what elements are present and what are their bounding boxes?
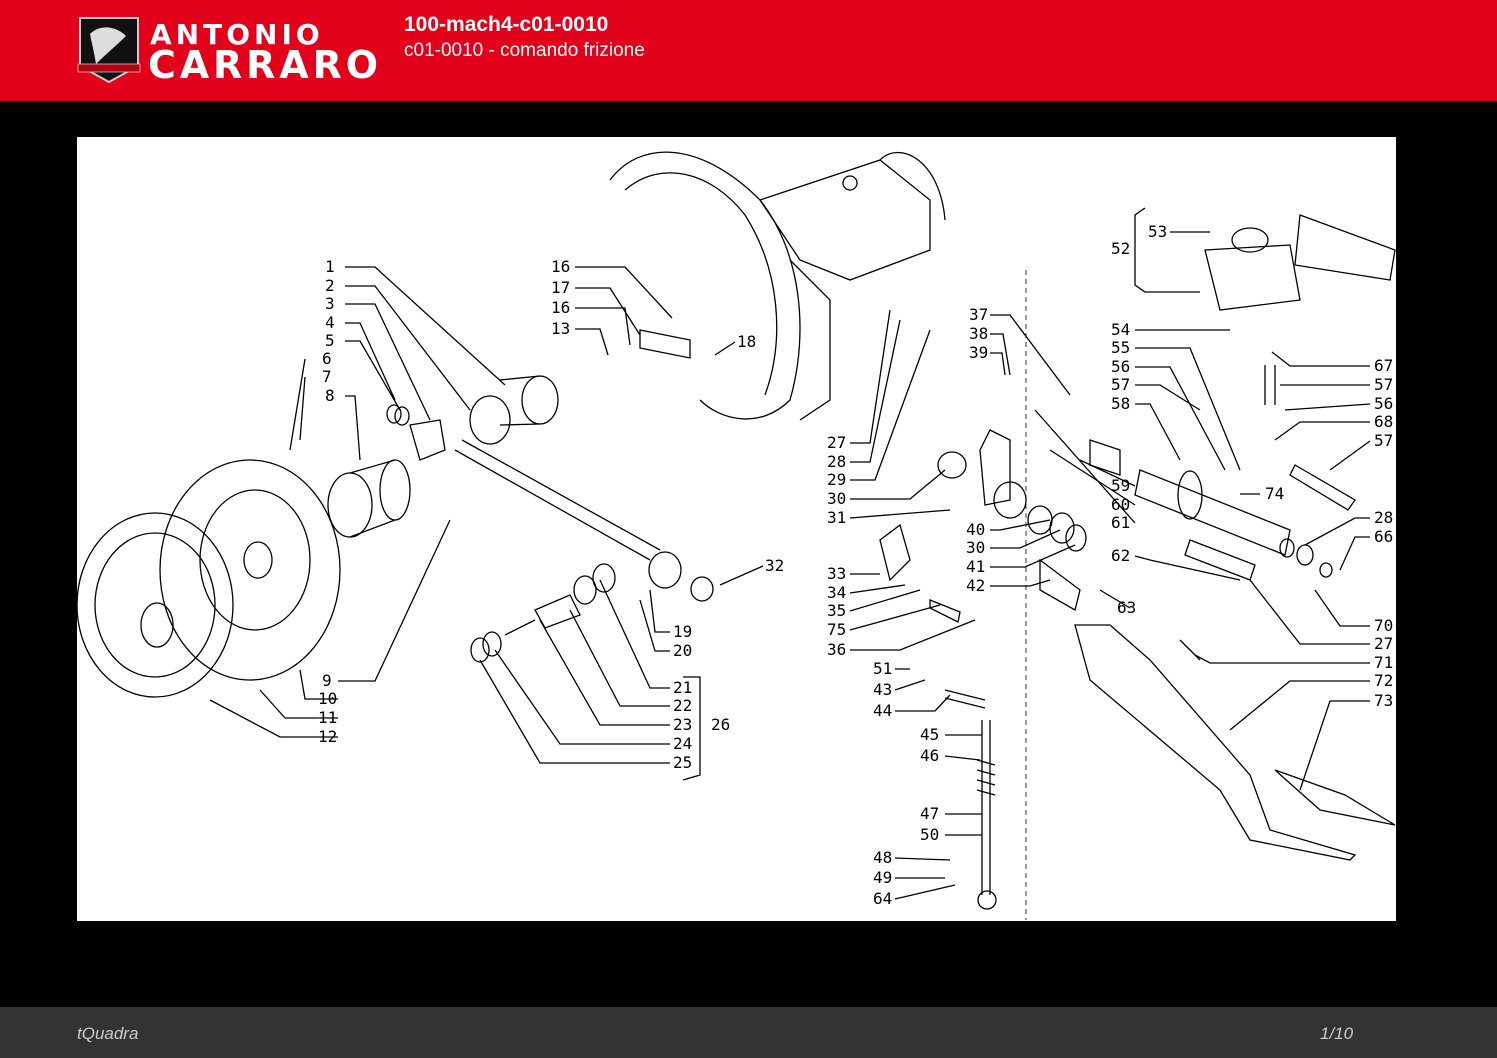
part-callout-label[interactable]: 60 xyxy=(1111,495,1131,514)
part-callout-label[interactable]: 21 xyxy=(673,678,693,697)
part-callout-label[interactable]: 56 xyxy=(1111,357,1131,376)
part-callout-label[interactable]: 55 xyxy=(1111,338,1131,357)
part-callout-label[interactable]: 3 xyxy=(325,294,335,313)
document-subtitle: c01-0010 - comando frizione xyxy=(404,40,645,61)
part-callout-label[interactable]: 40 xyxy=(966,520,986,539)
svg-text:CARRARO: CARRARO xyxy=(148,43,378,84)
part-callout-label[interactable]: 75 xyxy=(827,620,847,639)
part-callout-label[interactable]: 12 xyxy=(318,727,338,746)
part-callout-label[interactable]: 8 xyxy=(325,386,335,405)
part-callout-label[interactable]: 4 xyxy=(325,313,335,332)
part-callout-label[interactable]: 53 xyxy=(1148,222,1168,241)
part-callout-label[interactable]: 7 xyxy=(322,367,332,386)
part-callout-label[interactable]: 26 xyxy=(711,715,731,734)
part-callout-label[interactable]: 36 xyxy=(827,640,847,659)
part-callout-label[interactable]: 49 xyxy=(873,868,893,887)
part-callout-label[interactable]: 22 xyxy=(673,696,693,715)
part-callout-label[interactable]: 20 xyxy=(673,641,693,660)
part-callout-label[interactable]: 2 xyxy=(325,276,335,295)
part-callout-label[interactable]: 28 xyxy=(827,452,847,471)
part-callout-label[interactable]: 18 xyxy=(737,332,757,351)
part-callout-label[interactable]: 42 xyxy=(966,576,986,595)
page-indicator: 1/10 xyxy=(1320,1024,1354,1043)
part-callout-label[interactable]: 6 xyxy=(322,349,332,368)
part-callout-label[interactable]: 25 xyxy=(673,753,693,772)
part-callout-label[interactable]: 72 xyxy=(1374,671,1394,690)
part-callout-label[interactable]: 56 xyxy=(1374,394,1394,413)
part-callout-label[interactable]: 62 xyxy=(1111,546,1131,565)
part-callout-label[interactable]: 48 xyxy=(873,848,893,867)
part-callout-label[interactable]: 30 xyxy=(966,538,986,557)
part-callout-label[interactable]: 19 xyxy=(673,622,693,641)
part-callout-label[interactable]: 43 xyxy=(873,680,893,699)
part-callout-label[interactable]: 30 xyxy=(827,489,847,508)
part-callout-label[interactable]: 50 xyxy=(920,825,940,844)
part-callout-label[interactable]: 37 xyxy=(969,305,989,324)
part-callout-label[interactable]: 67 xyxy=(1374,356,1394,375)
part-callout-label[interactable]: 58 xyxy=(1111,394,1131,413)
part-callout-label[interactable]: 64 xyxy=(873,889,893,908)
part-callout-label[interactable]: 39 xyxy=(969,343,989,362)
part-callout-label[interactable]: 41 xyxy=(966,557,986,576)
part-callout-label[interactable]: 61 xyxy=(1111,513,1131,532)
part-callout-label[interactable]: 1 xyxy=(325,257,335,276)
antonio-carraro-logo: ANTONIO CARRARO xyxy=(77,17,378,84)
part-callout-label[interactable]: 54 xyxy=(1111,320,1131,339)
footer-brand: tQuadra xyxy=(77,1024,139,1043)
part-callout-label[interactable]: 5 xyxy=(325,331,335,350)
part-callout-label[interactable]: 24 xyxy=(673,734,693,753)
part-callout-label[interactable]: 38 xyxy=(969,324,989,343)
part-callout-label[interactable]: 63 xyxy=(1117,598,1137,617)
part-callout-label[interactable]: 27 xyxy=(1374,634,1394,653)
part-callout-label[interactable]: 57 xyxy=(1111,375,1131,394)
header-bar: ANTONIO CARRARO 100-mach4-c01-0010 c01-0… xyxy=(0,0,1497,101)
part-callout-label[interactable]: 68 xyxy=(1374,412,1394,431)
document-title: 100-mach4-c01-0010 xyxy=(404,13,609,36)
diagram-drawing xyxy=(77,151,1396,920)
part-callout-label[interactable]: 31 xyxy=(827,508,847,527)
part-callout-label[interactable]: 59 xyxy=(1111,476,1131,495)
part-callout-label[interactable]: 74 xyxy=(1265,484,1285,503)
part-callout-label[interactable]: 32 xyxy=(765,556,785,575)
part-callout-label[interactable]: 46 xyxy=(920,746,940,765)
part-callout-label[interactable]: 45 xyxy=(920,725,940,744)
part-callout-label[interactable]: 70 xyxy=(1374,616,1394,635)
footer-bar xyxy=(0,1007,1497,1058)
part-callout-label[interactable]: 66 xyxy=(1374,527,1394,546)
part-callout-label[interactable]: 73 xyxy=(1374,691,1394,710)
part-callout-label[interactable]: 47 xyxy=(920,804,940,823)
part-callout-label[interactable]: 51 xyxy=(873,659,893,678)
part-callout-label[interactable]: 10 xyxy=(318,689,338,708)
part-callout-label[interactable]: 71 xyxy=(1374,653,1394,672)
part-callout-label[interactable]: 27 xyxy=(827,433,847,452)
part-callout-label[interactable]: 17 xyxy=(551,278,571,297)
part-callout-label[interactable]: 13 xyxy=(551,319,571,338)
part-callout-label[interactable]: 52 xyxy=(1111,239,1131,258)
part-callout-label[interactable]: 44 xyxy=(873,701,893,720)
part-callout-label[interactable]: 35 xyxy=(827,601,847,620)
part-callout-label[interactable]: 28 xyxy=(1374,508,1394,527)
part-callout-label[interactable]: 57 xyxy=(1374,375,1394,394)
part-callout-label[interactable]: 29 xyxy=(827,470,847,489)
part-callout-label[interactable]: 9 xyxy=(322,671,332,690)
svg-text:ANTONIO: ANTONIO xyxy=(150,18,324,51)
part-callout-label[interactable]: 16 xyxy=(551,257,571,276)
part-callout-label[interactable]: 57 xyxy=(1374,431,1394,450)
part-callout-label[interactable]: 16 xyxy=(551,298,571,317)
part-callout-label[interactable]: 23 xyxy=(673,715,693,734)
part-callout-label[interactable]: 11 xyxy=(318,708,338,727)
part-callout-label[interactable]: 33 xyxy=(827,564,847,583)
part-callout-label[interactable]: 34 xyxy=(827,583,847,602)
